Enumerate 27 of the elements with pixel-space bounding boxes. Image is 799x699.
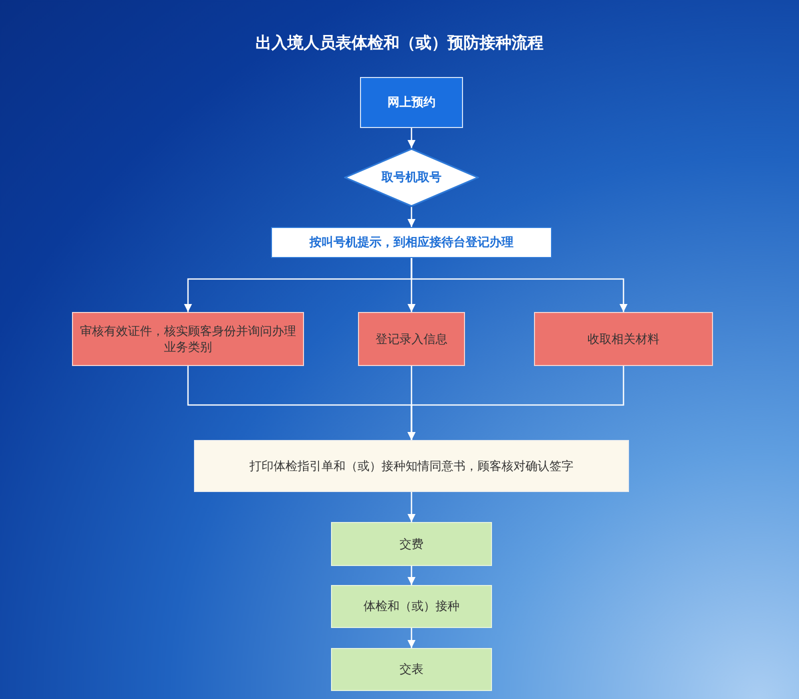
diagram-title: 出入境人员表体检和（或）预防接种流程 xyxy=(254,33,544,54)
step-label: 交表 xyxy=(398,661,424,678)
step-label: 按叫号机提示，到相应接待台登记办理 xyxy=(308,234,514,251)
step-label: 交费 xyxy=(398,536,424,552)
process-box xyxy=(331,648,492,691)
arrow xyxy=(408,207,416,227)
process-box xyxy=(331,522,492,566)
arrow xyxy=(410,258,628,312)
step-label: 审核有效证件，核实顾客身份并询问办理业务类别 xyxy=(79,322,297,356)
arrow xyxy=(408,128,416,148)
process-box xyxy=(360,77,463,128)
arrow xyxy=(408,566,416,585)
step-label: 取号机取号 xyxy=(380,169,442,186)
step-label: 登记录入信息 xyxy=(374,330,448,348)
step-label: 网上预约 xyxy=(386,94,436,111)
arrow xyxy=(408,492,416,522)
process-box xyxy=(358,312,465,366)
step-label: 收取相关材料 xyxy=(586,330,660,348)
step-label: 打印体检指引单和（或）接种知情同意书，顾客核对确认签字 xyxy=(248,458,574,474)
process-box xyxy=(72,312,304,366)
arrow xyxy=(408,628,416,648)
step-label: 体检和（或）接种 xyxy=(362,598,460,615)
process-box xyxy=(271,227,552,258)
process-box xyxy=(331,585,492,628)
process-box xyxy=(194,440,629,492)
process-box xyxy=(534,312,713,366)
arrow xyxy=(408,366,624,440)
